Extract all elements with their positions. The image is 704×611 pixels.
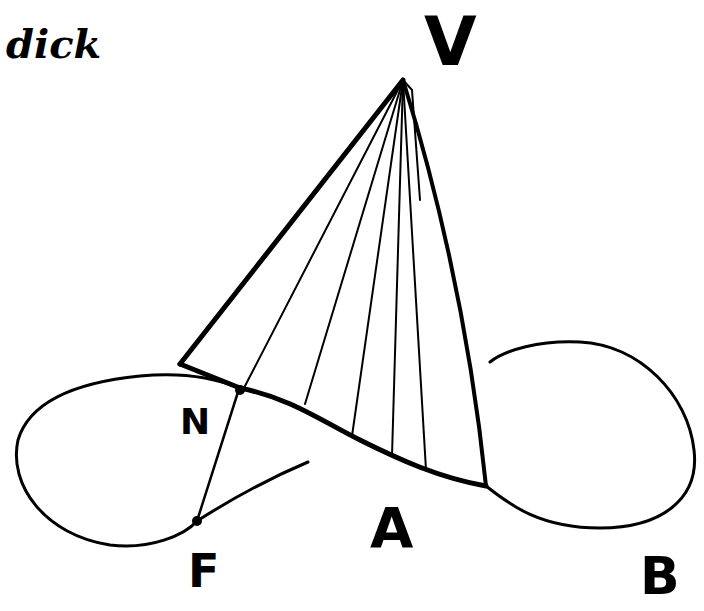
cone-ruling [403,80,426,470]
note-text: dick [6,24,101,64]
cone-ruling [392,80,403,456]
cone-edge [403,80,486,486]
point-label: N [180,404,210,440]
curve-label: B [640,550,680,602]
cone-edge [180,364,240,388]
cone-ruling [403,80,420,200]
point-f [192,516,202,526]
curve-base [240,388,486,486]
point-label: F [188,548,219,594]
cone-ruling [352,80,403,436]
cone-ruling [305,80,403,404]
curve-label: A [370,500,413,556]
cone-edge [180,80,403,364]
point-n [235,385,245,395]
vertex-label: V [424,8,477,76]
curve-right-loop [486,342,695,528]
curve-left-loop [16,375,240,546]
